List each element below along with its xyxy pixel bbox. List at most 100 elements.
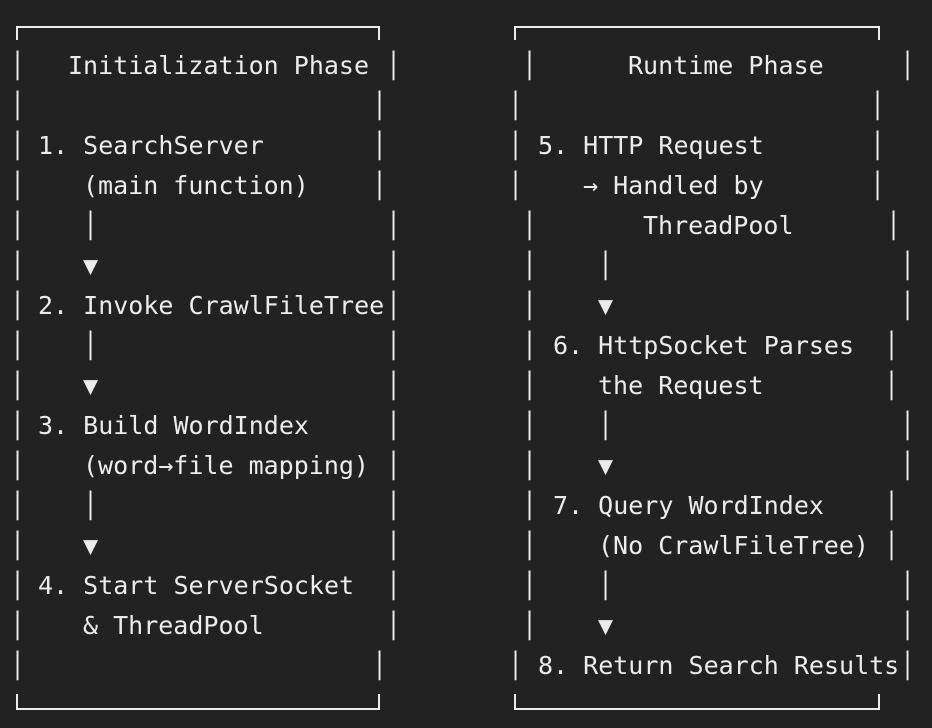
runtime-step-5-note-2: ThreadPool	[643, 211, 794, 240]
init-connector-2: │	[83, 331, 99, 360]
runtime-pipe-r-5: │	[900, 251, 916, 280]
runtime-bottom-right-tick	[878, 694, 880, 708]
runtime-step-6-note: the Request	[598, 371, 764, 400]
runtime-pipe-l-5: │	[522, 251, 538, 280]
runtime-top-right-tick	[878, 26, 880, 40]
init-pipe-l-5: │	[10, 251, 26, 280]
init-pipe-r-14: │	[386, 611, 402, 640]
init-pipe-r-10: │	[386, 451, 402, 480]
runtime-connector-1: │	[598, 251, 614, 280]
init-pipe-l-1: │	[10, 91, 26, 120]
runtime-step-5: 5. HTTP Request	[538, 131, 764, 160]
init-step-1: 1. SearchServer	[38, 131, 264, 160]
runtime-arrow-down-1: ▼	[598, 291, 614, 320]
init-arrow-down-1: ▼	[83, 251, 99, 280]
init-top-left-tick	[16, 26, 18, 40]
runtime-step-8: 8. Return Search Results	[538, 651, 900, 680]
runtime-pipe-l-0: │	[522, 51, 538, 80]
runtime-pipe-r-15: │	[900, 651, 916, 680]
runtime-top-border	[514, 26, 880, 28]
runtime-pipe-r-8: │	[884, 371, 900, 400]
runtime-pipe-l-2: │	[508, 131, 524, 160]
runtime-arrow-down-3: ▼	[598, 611, 614, 640]
runtime-pipe-l-13: │	[522, 571, 538, 600]
runtime-bottom-left-tick	[514, 694, 516, 708]
init-step-2: 2. Invoke CrawlFileTree	[38, 291, 385, 320]
init-pipe-l-3: │	[10, 171, 26, 200]
init-pipe-r-0: │	[386, 51, 402, 80]
init-pipe-r-1: │	[372, 91, 388, 120]
runtime-pipe-r-6: │	[900, 291, 916, 320]
init-step-3: 3. Build WordIndex	[38, 411, 309, 440]
runtime-pipe-l-12: │	[522, 531, 538, 560]
runtime-pipe-r-2: │	[870, 131, 886, 160]
runtime-pipe-l-1: │	[508, 91, 524, 120]
runtime-bottom-border	[514, 708, 880, 710]
runtime-pipe-r-7: │	[884, 331, 900, 360]
init-bottom-right-tick	[378, 694, 380, 708]
init-pipe-r-11: │	[386, 491, 402, 520]
runtime-pipe-r-10: │	[900, 451, 916, 480]
runtime-pipe-l-11: │	[522, 491, 538, 520]
runtime-connector-3: │	[598, 571, 614, 600]
runtime-pipe-l-7: │	[522, 331, 538, 360]
init-pipe-l-8: │	[10, 371, 26, 400]
runtime-pipe-l-6: │	[522, 291, 538, 320]
init-bottom-border	[16, 708, 380, 710]
init-pipe-l-4: │	[10, 211, 26, 240]
runtime-pipe-l-15: │	[508, 651, 524, 680]
init-step-4-note: & ThreadPool	[83, 611, 264, 640]
runtime-pipe-r-3: │	[870, 171, 886, 200]
init-pipe-l-9: │	[10, 411, 26, 440]
init-pipe-r-3: │	[372, 171, 388, 200]
runtime-pipe-r-14: │	[900, 611, 916, 640]
init-pipe-l-13: │	[10, 571, 26, 600]
init-connector-3: │	[83, 491, 99, 520]
init-pipe-l-14: │	[10, 611, 26, 640]
runtime-phase-title: Runtime Phase	[628, 51, 824, 80]
runtime-step-7: 7. Query WordIndex	[553, 491, 824, 520]
runtime-pipe-r-0: │	[900, 51, 916, 80]
init-pipe-r-6: │	[386, 291, 402, 320]
runtime-pipe-l-8: │	[522, 371, 538, 400]
runtime-pipe-l-10: │	[522, 451, 538, 480]
runtime-pipe-r-12: │	[884, 531, 900, 560]
runtime-pipe-r-11: │	[884, 491, 900, 520]
init-pipe-l-2: │	[10, 131, 26, 160]
runtime-pipe-r-9: │	[900, 411, 916, 440]
init-pipe-r-13: │	[386, 571, 402, 600]
init-pipe-r-9: │	[386, 411, 402, 440]
runtime-step-7-note: (No CrawlFileTree)	[598, 531, 869, 560]
init-top-right-tick	[378, 26, 380, 40]
init-connector-1: │	[83, 211, 99, 240]
runtime-arrow-down-2: ▼	[598, 451, 614, 480]
runtime-pipe-r-13: │	[900, 571, 916, 600]
runtime-pipe-l-4: │	[522, 211, 538, 240]
init-pipe-l-10: │	[10, 451, 26, 480]
init-phase-title: Initialization Phase	[68, 51, 370, 80]
init-pipe-r-2: │	[372, 131, 388, 160]
init-bottom-left-tick	[16, 694, 18, 708]
runtime-pipe-r-4: │	[886, 211, 902, 240]
runtime-pipe-r-1: │	[870, 91, 886, 120]
init-top-border	[16, 26, 380, 28]
init-step-3-note: (word→file mapping)	[83, 451, 369, 480]
runtime-step-6: 6. HttpSocket Parses	[553, 331, 855, 360]
runtime-pipe-l-3: │	[508, 171, 524, 200]
runtime-top-left-tick	[514, 26, 516, 40]
init-arrow-down-3: ▼	[83, 531, 99, 560]
init-pipe-l-6: │	[10, 291, 26, 320]
init-pipe-l-15: │	[10, 651, 26, 680]
init-pipe-l-7: │	[10, 331, 26, 360]
runtime-step-5-note: → Handled by	[583, 171, 764, 200]
init-pipe-r-7: │	[386, 331, 402, 360]
init-pipe-r-4: │	[386, 211, 402, 240]
init-pipe-r-15: │	[372, 651, 388, 680]
init-pipe-r-12: │	[386, 531, 402, 560]
runtime-connector-2: │	[598, 411, 614, 440]
runtime-pipe-l-14: │	[522, 611, 538, 640]
init-arrow-down-2: ▼	[83, 371, 99, 400]
init-step-1-note: (main function)	[83, 171, 309, 200]
init-pipe-r-8: │	[386, 371, 402, 400]
